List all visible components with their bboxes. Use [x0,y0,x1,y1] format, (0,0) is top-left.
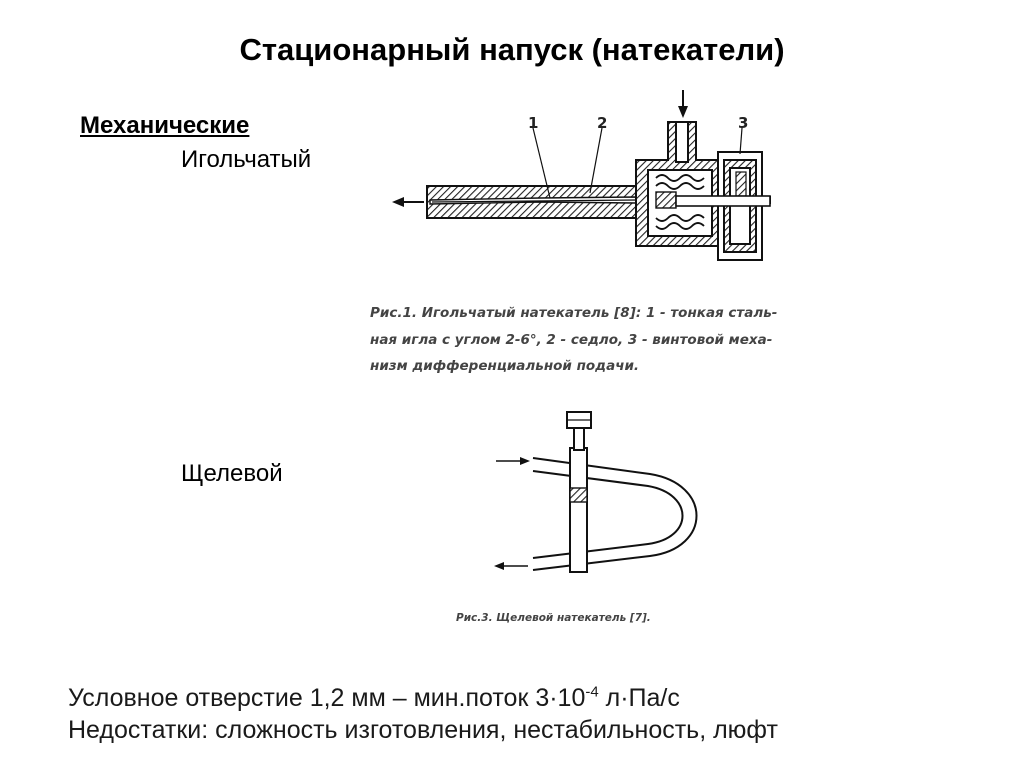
needle-valve-label: Игольчатый [181,146,312,173]
slit-valve-label: Щелевой [181,460,283,487]
figure3-caption: Рис.3. Щелевой натекатель [7]. [456,612,651,624]
slit-valve-diagram [494,411,698,573]
figure1-caption-line-3: низм дифференциальной подачи. [370,358,639,374]
callout-3: 3 [738,114,748,132]
section-heading: Механические [80,112,250,139]
figure1-caption-line-1: Рис.1. Игольчатый натекатель [8]: 1 - то… [370,305,777,321]
slide-title: Стационарный напуск (натекатели) [239,32,785,67]
callout-1: 1 [528,114,538,132]
needle-valve-diagram [392,90,771,261]
figure1-caption-line-2: ная игла с углом 2-6°, 2 - седло, 3 - ви… [370,332,772,348]
nominal-orifice-text: Условное отверстие 1,2 мм – мин.поток 3·… [68,683,680,712]
disadvantages-text: Недостатки: сложность изготовления, нест… [68,716,778,744]
callout-2: 2 [597,114,607,132]
